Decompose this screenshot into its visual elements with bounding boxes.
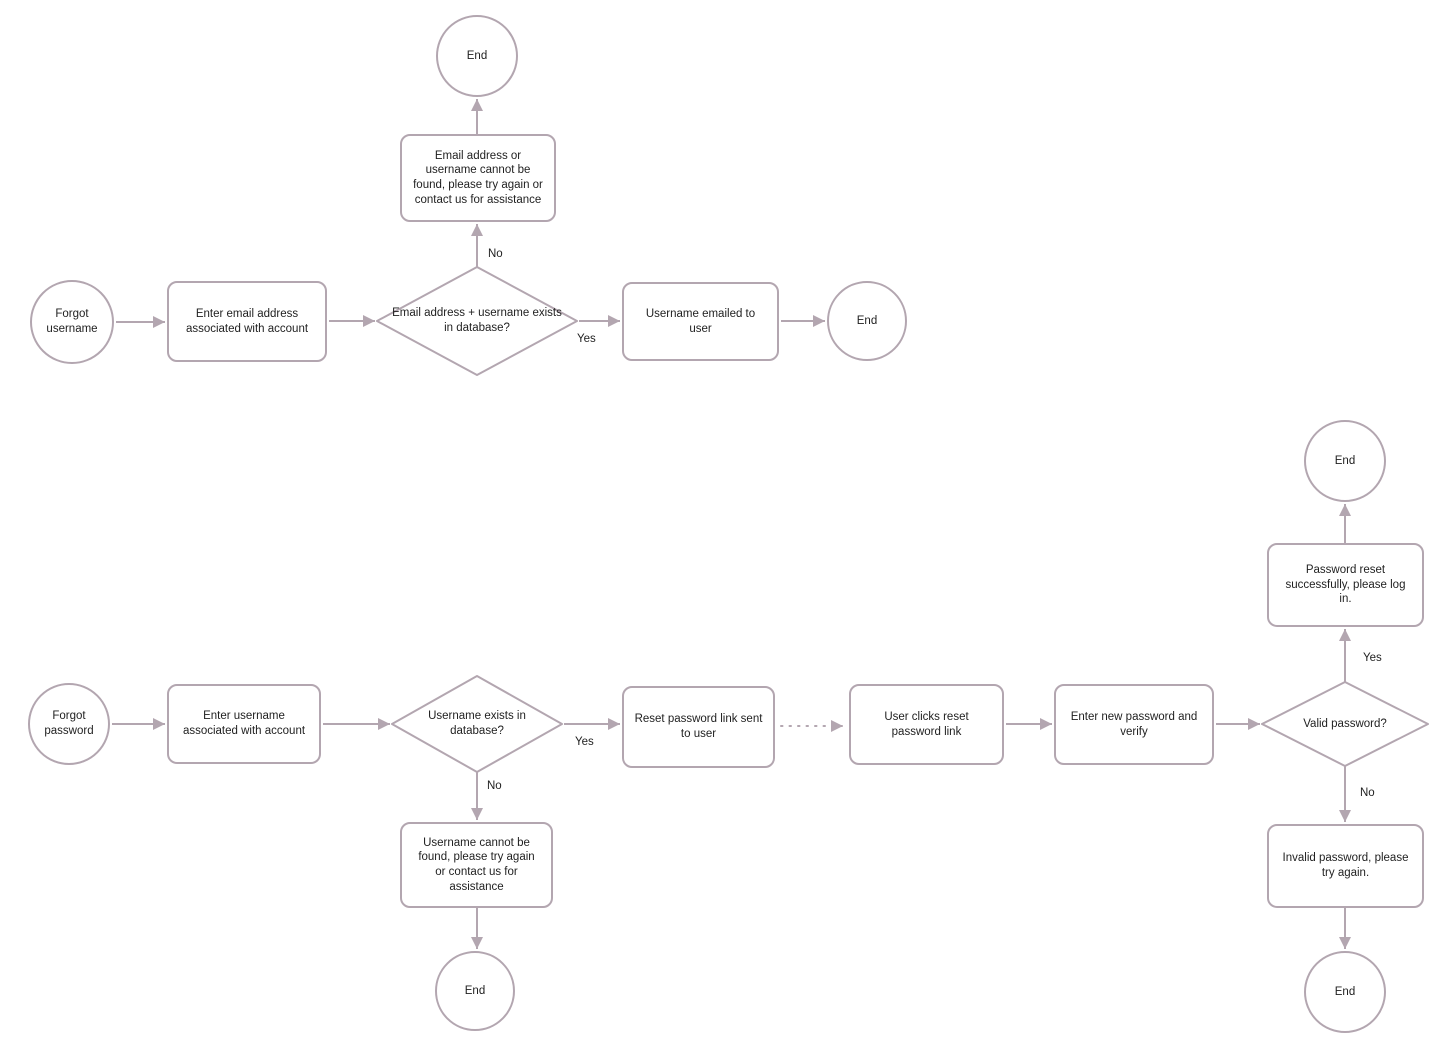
node-label: Invalid password, please try again.	[1282, 852, 1409, 879]
edge-label-yes: Yes	[1363, 652, 1382, 664]
process-email-username-not-found: Email address or username cannot be foun…	[400, 134, 556, 222]
process-username-not-found: Username cannot be found, please try aga…	[400, 822, 553, 908]
node-label: Enter email address associated with acco…	[185, 307, 309, 335]
end-node-username-emailed: End	[827, 281, 907, 361]
node-label: Enter username associated with account	[182, 710, 306, 737]
process-password-reset-success: Password reset successfully, please log …	[1267, 543, 1424, 627]
edge-label-no: No	[1360, 787, 1375, 799]
process-username-emailed: Username emailed to user	[622, 282, 779, 361]
decision-shape-username-exists	[391, 675, 563, 773]
node-label: Password reset successfully, please log …	[1285, 563, 1406, 606]
process-enter-username: Enter username associated with account	[167, 684, 321, 764]
start-node-forgot-password: Forgot password	[28, 683, 110, 765]
node-label: End	[466, 49, 488, 62]
node-label: Enter new password and verify	[1070, 710, 1198, 738]
node-label: Forgot username	[46, 308, 98, 335]
node-label: End	[1334, 985, 1356, 998]
node-label: End	[464, 984, 486, 997]
end-node-invalid-password: End	[1304, 951, 1386, 1033]
node-label: Username emailed to user	[645, 307, 756, 335]
process-enter-new-password: Enter new password and verify	[1054, 684, 1214, 765]
edge-label-yes: Yes	[575, 736, 594, 748]
node-label: End	[856, 314, 878, 327]
node-label: Email address or username cannot be foun…	[413, 149, 543, 206]
process-user-clicks-reset-link: User clicks reset password link	[849, 684, 1004, 765]
end-node-not-found: End	[436, 15, 518, 97]
edge-label-no: No	[487, 780, 502, 792]
decision-shape-valid-password	[1261, 681, 1429, 767]
node-label: User clicks reset password link	[884, 710, 969, 738]
node-label: Reset password link sent to user	[634, 713, 763, 740]
node-label: Username cannot be found, please try aga…	[418, 836, 535, 893]
end-node-reset-success: End	[1304, 420, 1386, 502]
end-node-username-not-found: End	[435, 951, 515, 1031]
start-node-forgot-username: Forgot username	[30, 280, 114, 364]
node-label: Forgot password	[44, 710, 94, 737]
process-reset-link-sent: Reset password link sent to user	[622, 686, 775, 768]
process-enter-email-address: Enter email address associated with acco…	[167, 281, 327, 362]
edge-label-yes: Yes	[577, 333, 596, 345]
process-invalid-password: Invalid password, please try again.	[1267, 824, 1424, 908]
decision-shape-email-username-exists	[376, 266, 578, 376]
edge-label-no: No	[488, 248, 503, 260]
node-label: End	[1334, 454, 1356, 467]
